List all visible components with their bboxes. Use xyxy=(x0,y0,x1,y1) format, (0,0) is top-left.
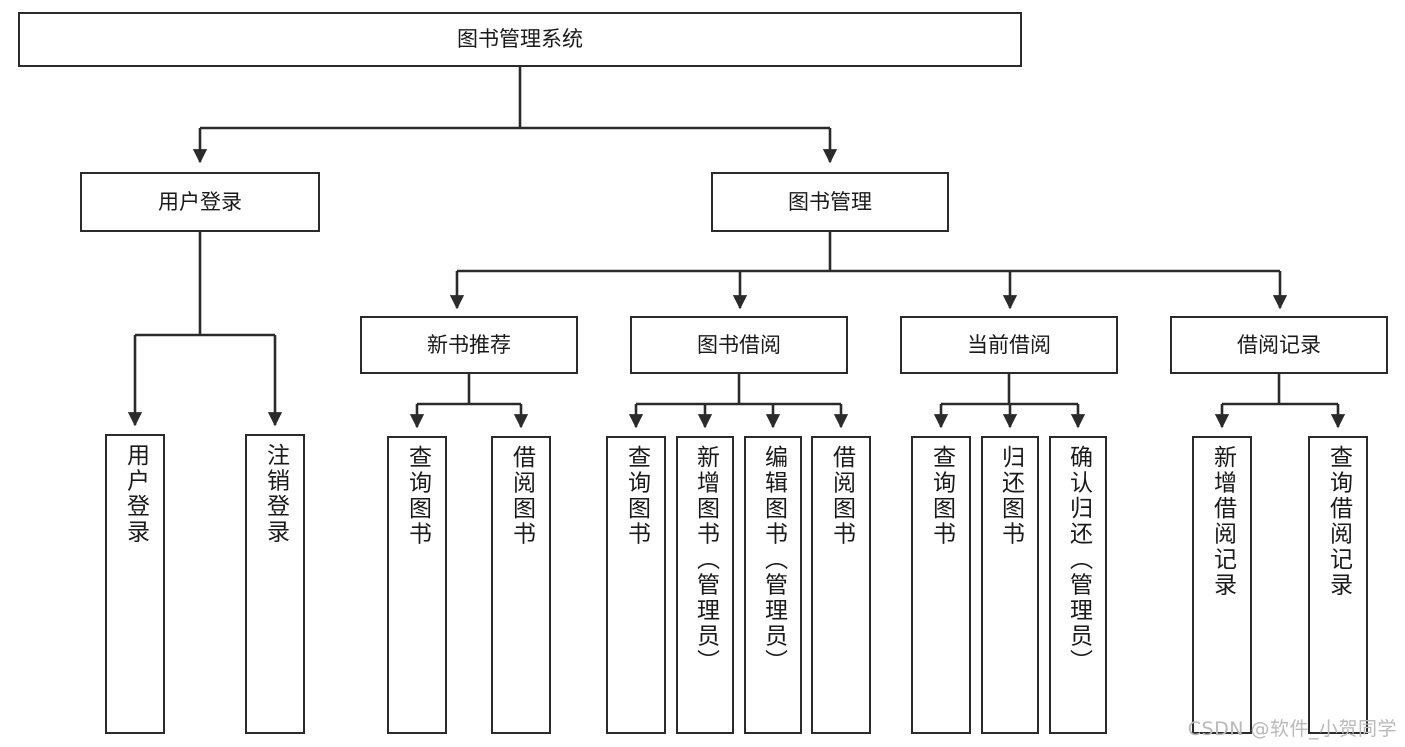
node-leaf-current-borrow-1[interactable]: 归还图书 xyxy=(981,436,1039,734)
node-leaf-label: 借阅图书 xyxy=(508,445,535,547)
node-book-borrow[interactable]: 图书借阅 xyxy=(630,316,848,374)
node-leaf-label: 归还图书 xyxy=(997,445,1024,547)
node-leaf-book-borrow-3[interactable]: 借阅图书 xyxy=(811,436,871,734)
node-root-label: 图书管理系统 xyxy=(457,27,583,52)
node-leaf-label: 借阅图书 xyxy=(828,445,855,547)
node-leaf-user-login-0[interactable]: 用户登录 xyxy=(105,434,165,734)
node-leaf-label: 查询图书 xyxy=(404,445,431,547)
node-leaf-new-book-0[interactable]: 查询图书 xyxy=(387,436,447,734)
node-current-borrow-label: 当前借阅 xyxy=(967,332,1051,357)
node-leaf-new-book-1[interactable]: 借阅图书 xyxy=(491,436,551,734)
node-leaf-label: 编辑图书（管理员） xyxy=(760,445,787,675)
node-leaf-user-login-1[interactable]: 注销登录 xyxy=(245,434,305,734)
node-root[interactable]: 图书管理系统 xyxy=(18,12,1022,67)
node-current-borrow[interactable]: 当前借阅 xyxy=(900,316,1118,374)
node-leaf-borrow-record-1[interactable]: 查询借阅记录 xyxy=(1308,436,1368,734)
node-leaf-book-borrow-0[interactable]: 查询图书 xyxy=(606,436,666,734)
node-leaf-current-borrow-2[interactable]: 确认归还（管理员） xyxy=(1049,436,1107,734)
node-new-book-recommend[interactable]: 新书推荐 xyxy=(360,316,578,374)
node-book-management[interactable]: 图书管理 xyxy=(711,172,949,232)
csdn-watermark: CSDN @软件_小贺同学 xyxy=(1187,718,1397,740)
node-leaf-label: 查询图书 xyxy=(623,445,650,547)
node-leaf-borrow-record-0[interactable]: 新增借阅记录 xyxy=(1192,436,1252,734)
node-leaf-label: 新增借阅记录 xyxy=(1209,445,1236,598)
node-user-login[interactable]: 用户登录 xyxy=(80,172,320,232)
node-user-login-label: 用户登录 xyxy=(158,189,242,214)
node-leaf-label: 新增图书（管理员） xyxy=(692,445,719,675)
node-book-borrow-label: 图书借阅 xyxy=(697,332,781,357)
node-leaf-current-borrow-0[interactable]: 查询图书 xyxy=(911,436,971,734)
node-borrow-record[interactable]: 借阅记录 xyxy=(1170,316,1388,374)
node-leaf-book-borrow-2[interactable]: 编辑图书（管理员） xyxy=(744,436,802,734)
node-new-book-recommend-label: 新书推荐 xyxy=(427,332,511,357)
node-book-management-label: 图书管理 xyxy=(788,189,872,214)
node-leaf-label: 查询图书 xyxy=(928,445,955,547)
node-leaf-label: 查询借阅记录 xyxy=(1325,445,1352,598)
node-leaf-book-borrow-1[interactable]: 新增图书（管理员） xyxy=(676,436,734,734)
node-leaf-label: 用户登录 xyxy=(122,443,149,545)
node-leaf-label: 注销登录 xyxy=(262,443,289,545)
node-leaf-label: 确认归还（管理员） xyxy=(1065,445,1092,675)
node-borrow-record-label: 借阅记录 xyxy=(1237,332,1321,357)
